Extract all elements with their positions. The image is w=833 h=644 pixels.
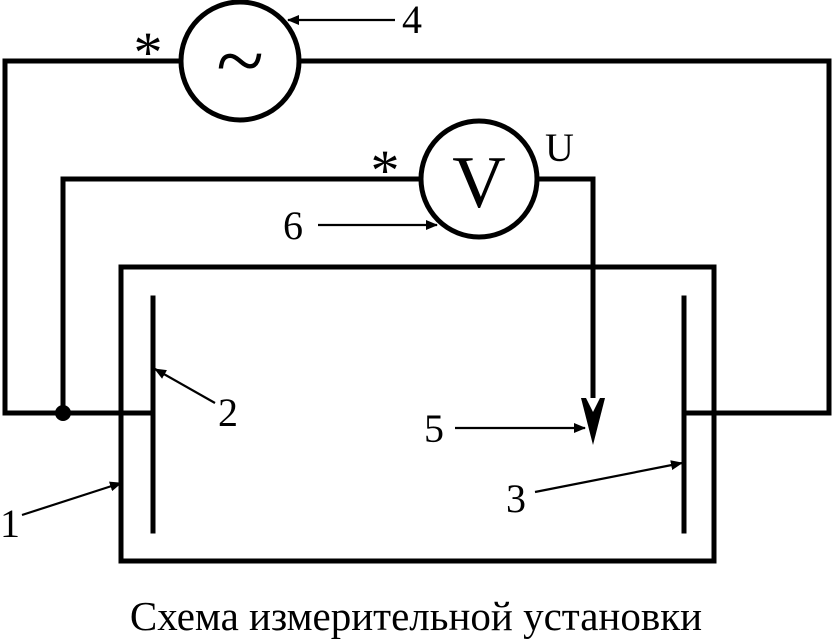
label-4: 4 <box>402 0 422 42</box>
label-5: 5 <box>424 406 444 451</box>
voltmeter-circle <box>418 118 540 240</box>
voltmeter-polarity-mark: * <box>371 138 400 203</box>
label-6: 6 <box>283 203 303 248</box>
generator-right-wire <box>296 58 832 416</box>
leader-arrow-3 <box>534 460 683 494</box>
container-vessel <box>118 264 717 564</box>
generator-loop-wire <box>2 58 184 416</box>
generator-circle <box>178 0 302 123</box>
label-1: 1 <box>0 501 20 546</box>
voltmeter-left-wire <box>60 176 423 416</box>
generator-polarity-mark: * <box>134 20 163 85</box>
label-2: 2 <box>218 390 238 435</box>
voltmeter-right-wire <box>535 176 596 408</box>
voltage-label: U <box>545 125 574 170</box>
junction-node <box>55 405 71 421</box>
generator-symbol: ~ <box>216 13 264 110</box>
probe-tip <box>581 398 605 445</box>
leader-arrow-1 <box>21 481 122 517</box>
voltmeter-symbol: V <box>452 142 505 224</box>
label-3: 3 <box>506 476 526 521</box>
probe-tip-notch <box>586 398 600 412</box>
leader-arrow-2 <box>154 368 216 404</box>
figure-caption: Схема измерительной установки <box>130 593 702 639</box>
